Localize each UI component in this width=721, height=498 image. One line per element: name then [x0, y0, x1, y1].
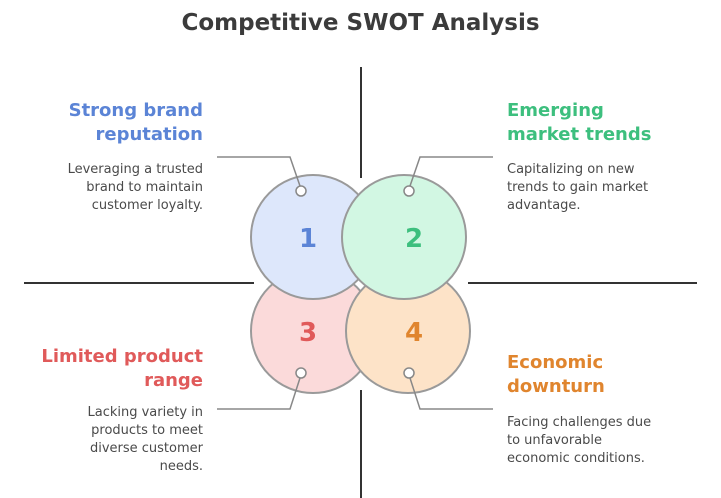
desc-strength-line: brand to maintain — [86, 180, 203, 195]
desc-opportunity-line: Capitalizing on new — [507, 162, 635, 177]
heading-opportunity-line1: Emerging — [507, 100, 604, 121]
heading-strength-line1: Strong brand — [68, 100, 203, 121]
connector-4 — [409, 377, 493, 410]
desc-weakness-line: Lacking variety in — [87, 405, 203, 420]
desc-strength: Leveraging a trusted brand to maintain c… — [68, 161, 203, 215]
number-4: 4 — [405, 318, 423, 348]
heading-strength-line2: reputation — [95, 124, 204, 145]
connector-2 — [409, 156, 493, 187]
anchor-dot-4 — [403, 367, 415, 379]
number-3: 3 — [299, 318, 317, 348]
desc-opportunity-line: advantage. — [507, 198, 581, 213]
desc-threat-line: economic conditions. — [507, 451, 645, 466]
desc-opportunity: Capitalizing on new trends to gain marke… — [507, 161, 648, 215]
desc-weakness-line: diverse customer — [89, 441, 203, 456]
number-2: 2 — [405, 224, 423, 254]
number-1: 1 — [299, 224, 317, 254]
heading-opportunity-line2: market trends — [507, 124, 652, 145]
heading-weakness-line2: range — [144, 370, 203, 391]
desc-opportunity-line: trends to gain market — [507, 180, 649, 195]
heading-threat-line2: downturn — [507, 376, 605, 397]
connector-3 — [217, 377, 301, 410]
desc-weakness: Lacking variety in products to meet dive… — [87, 404, 203, 476]
page-title: Competitive SWOT Analysis — [181, 10, 540, 36]
desc-weakness-line: products to meet — [91, 423, 203, 438]
desc-threat-line: Facing challenges due — [507, 415, 652, 430]
connector-1 — [217, 156, 301, 187]
circle-2 — [341, 174, 467, 300]
desc-strength-line: Leveraging a trusted — [67, 162, 203, 177]
heading-threat: Economic downturn — [507, 351, 605, 399]
anchor-dot-3 — [295, 367, 307, 379]
desc-weakness-line: needs. — [159, 459, 203, 474]
heading-weakness: Limited product range — [41, 345, 203, 393]
heading-opportunity: Emerging market trends — [507, 99, 651, 147]
desc-strength-line: customer loyalty. — [91, 198, 203, 213]
heading-threat-line1: Economic — [507, 352, 604, 373]
heading-strength: Strong brand reputation — [69, 99, 203, 147]
anchor-dot-1 — [295, 185, 307, 197]
desc-threat-line: to unfavorable — [507, 433, 603, 448]
heading-weakness-line1: Limited product — [41, 346, 203, 367]
desc-threat: Facing challenges due to unfavorable eco… — [507, 414, 651, 468]
anchor-dot-2 — [403, 185, 415, 197]
